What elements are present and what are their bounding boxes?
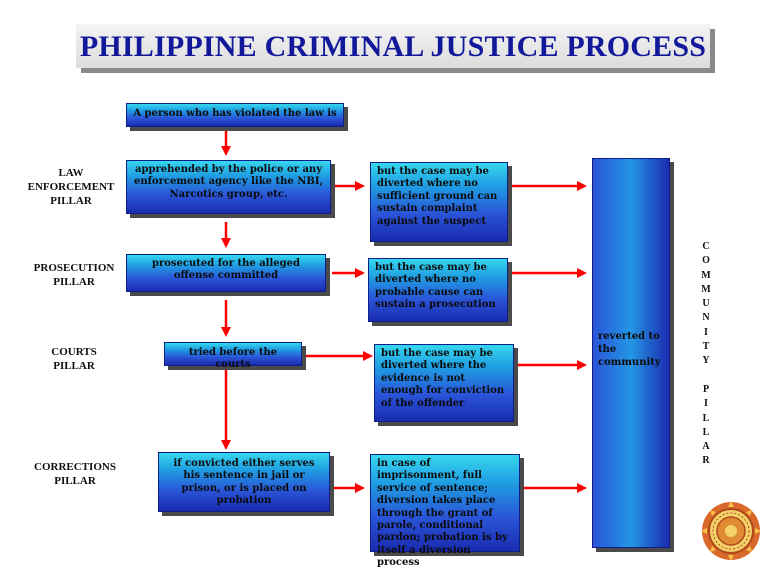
- vertical-letter: O: [702, 255, 710, 267]
- diversion-box-prosecution: but the case may be diverted where no pr…: [368, 258, 508, 322]
- diversion-box-corrections: in case of imprisonment, full service of…: [370, 454, 520, 568]
- seal-logo-icon: [701, 501, 761, 561]
- title-banner: PHILIPPINE CRIMINAL JUSTICE PROCESS: [76, 24, 710, 68]
- step-box-corrections: if convicted either serves his sentence …: [158, 452, 330, 512]
- diversion-box-courts: but the case may be diverted where the e…: [374, 344, 514, 422]
- vertical-letter: Y: [702, 355, 710, 367]
- vertical-letter: P: [702, 383, 710, 395]
- vertical-letter: I: [704, 398, 708, 410]
- vertical-letter: M: [701, 269, 711, 281]
- vertical-letter: C: [702, 241, 710, 252]
- vertical-letter: U: [702, 298, 710, 310]
- vertical-letter: R: [702, 455, 710, 467]
- community-box: [592, 158, 670, 548]
- community-box-text: reverted to the community: [598, 331, 661, 368]
- vertical-letter: A: [702, 441, 710, 453]
- vertical-letter: I: [704, 326, 708, 338]
- step-box-law-enforcement: apprehended by the police or any enforce…: [126, 160, 331, 214]
- step-box-courts: tried before the courts: [164, 342, 302, 370]
- vertical-letter: M: [701, 283, 711, 295]
- diversion-box-law-enforcement: but the case may be diverted where no su…: [370, 162, 508, 242]
- vertical-letter: L: [702, 426, 710, 438]
- vertical-letter: L: [702, 412, 710, 424]
- step-box-prosecution: prosecuted for the alleged offense commi…: [126, 254, 326, 292]
- vertical-letter: N: [702, 312, 710, 324]
- diagram-title: PHILIPPINE CRIMINAL JUSTICE PROCESS: [79, 30, 707, 63]
- vertical-gap: [700, 369, 712, 383]
- start-box: A person who has violated the law is: [126, 103, 344, 127]
- vertical-letter: T: [702, 341, 710, 353]
